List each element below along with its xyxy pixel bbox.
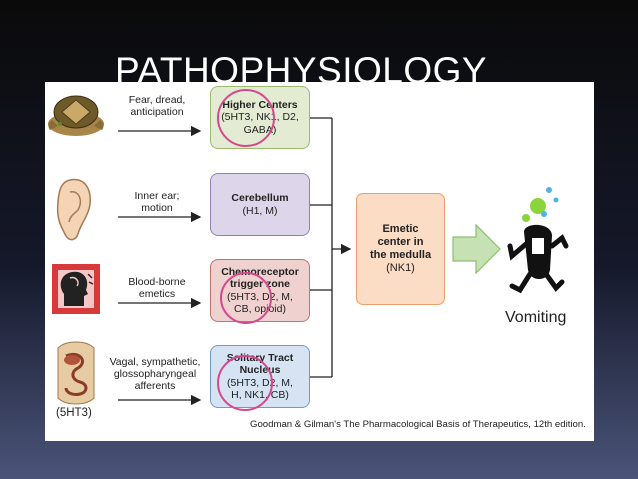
- highlight-circle-nts: [217, 355, 273, 411]
- output-arrow-icon: [452, 223, 501, 275]
- stimulus-label-blood: Blood-borne emetics: [102, 276, 212, 300]
- highlight-circle-higher: [217, 89, 275, 147]
- digestive-tract-icon: [57, 341, 95, 405]
- center-receptors: (5HT3, D2, M, H, NK1, CB): [227, 376, 293, 402]
- citation: Goodman & Gilman's The Pharmacological B…: [250, 419, 586, 430]
- stimulus-text: Inner ear; motion: [134, 190, 180, 214]
- stimulus-label-fear: Fear, dread, anticipation: [102, 94, 212, 118]
- vomiting-figure-icon: [507, 187, 569, 294]
- center-receptors: (5HT3, D2, M, CB, opioid): [227, 290, 293, 316]
- head-icon: [52, 264, 100, 314]
- outcome-label: Vomiting: [505, 309, 567, 326]
- center-box-nts: Solitary Tract Nucleus (5HT3, D2, M, H, …: [210, 345, 310, 408]
- center-box-ctz: Chemoreceptor trigger zone (5HT3, D2, M,…: [210, 259, 310, 322]
- emetic-center-receptors: (NK1): [386, 262, 415, 274]
- emetic-center-title: Emetic center in the medulla: [369, 223, 432, 261]
- stimulus-label-afferents: Vagal, sympathetic, glossopharyngeal aff…: [100, 356, 210, 392]
- ear-icon: [56, 178, 91, 241]
- emetic-center-box: Emetic center in the medulla (NK1): [356, 193, 445, 305]
- stimulus-text: Blood-borne emetics: [128, 276, 186, 300]
- turtle-icon: [48, 95, 104, 136]
- gut-receptor-label: (5HT3): [56, 407, 92, 419]
- center-receptors: (H1, M): [242, 204, 278, 217]
- diagram-panel: [45, 82, 594, 441]
- stimulus-text: Vagal, sympathetic, glossopharyngeal aff…: [109, 356, 201, 392]
- center-name: Solitary Tract Nucleus: [226, 351, 294, 377]
- center-name: Cerebellum: [231, 192, 289, 204]
- convergence-lines: [310, 117, 352, 378]
- stimulus-text: Fear, dread, anticipation: [128, 94, 186, 118]
- highlight-circle-ctz: [220, 272, 272, 324]
- stimulus-arrows: [118, 125, 202, 406]
- center-box-cerebellum: Cerebellum (H1, M): [210, 173, 310, 236]
- center-name: Chemoreceptor trigger zone: [221, 265, 299, 291]
- stimulus-label-inner-ear: Inner ear; motion: [102, 190, 212, 214]
- highlight-circles: [217, 89, 275, 411]
